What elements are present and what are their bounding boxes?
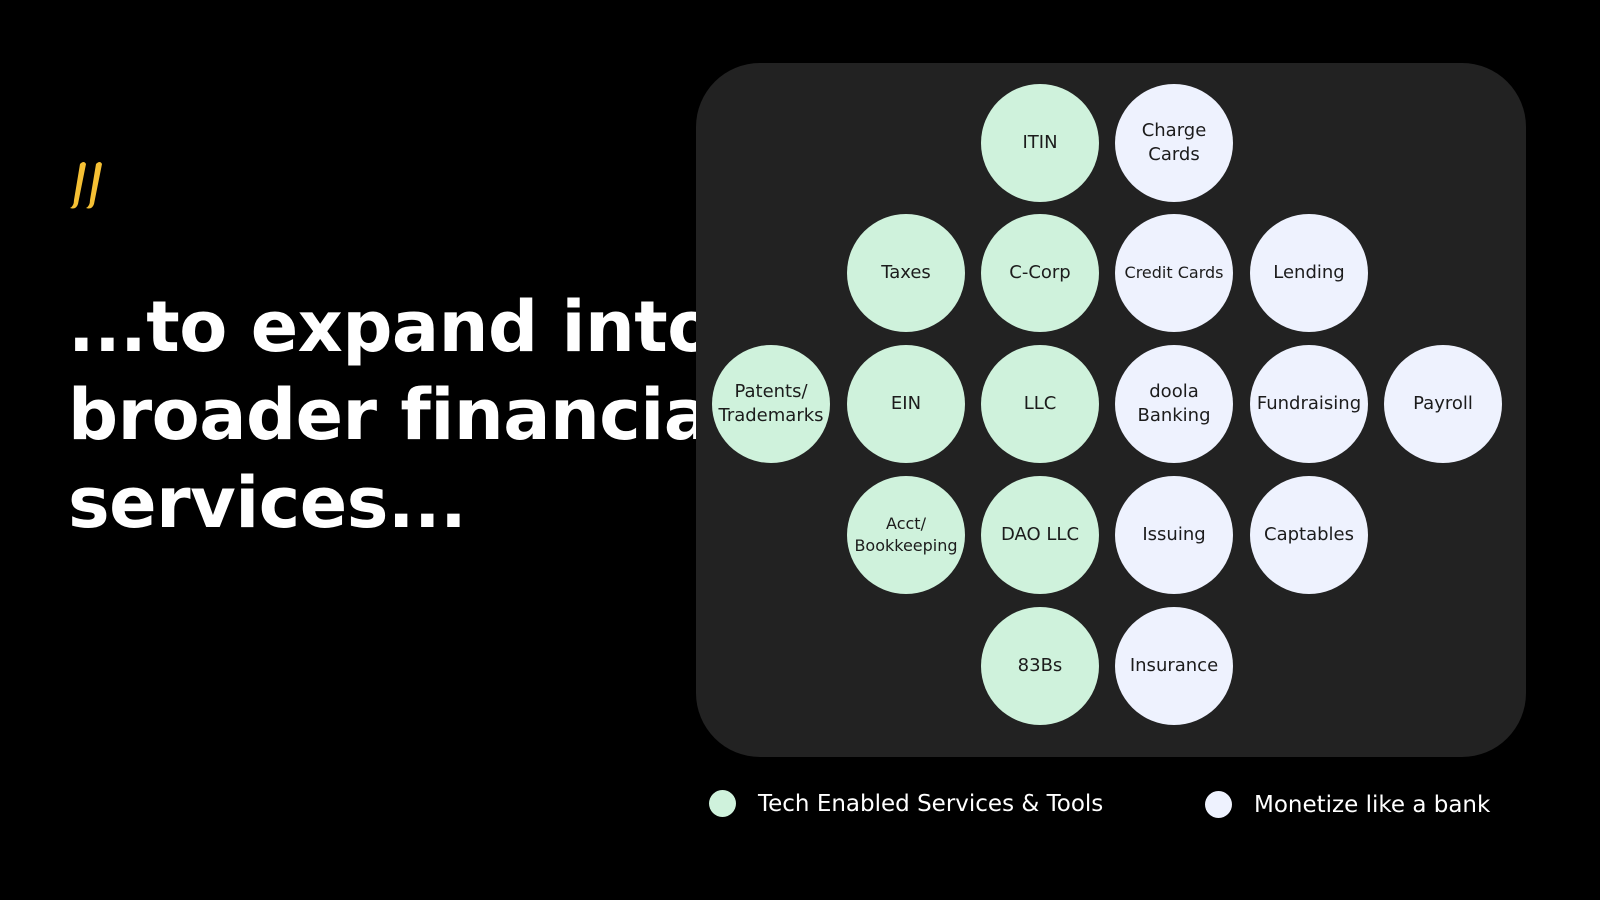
service-label: doola Banking [1137,381,1211,426]
service-label: ITIN [1022,132,1058,153]
headline-line: services... [68,462,467,544]
service-circle-issuing: Issuing [1115,476,1233,594]
service-circle-c-corp: C-Corp [981,214,1099,332]
service-circle-83bs: 83Bs [981,607,1099,725]
legend-tech-dot-icon [709,790,736,817]
legend-tech-label: Tech Enabled Services & Tools [758,790,1104,817]
service-label: Insurance [1129,655,1219,676]
service-circle-insurance: Insurance [1115,607,1233,725]
service-label: EIN [890,393,922,414]
double-slash-logo-icon [70,162,102,209]
service-label: Captables [1264,524,1354,545]
service-circle-lending: Lending [1250,214,1368,332]
headline: ...to expand into broader financial serv… [68,283,735,547]
service-circle-payroll: Payroll [1384,345,1502,463]
headline-line: broader financial [68,374,735,456]
legend-bank: Monetize like a bank [1205,791,1490,818]
service-circle-doola-banking: doola Banking [1115,345,1233,463]
service-circle-patents-trademarks: Patents/ Trademarks [712,345,830,463]
service-label: Fundraising [1256,393,1362,414]
service-label: Issuing [1142,524,1206,545]
service-label: DAO LLC [1000,524,1080,545]
service-circle-itin: ITIN [981,84,1099,202]
service-circle-fundraising: Fundraising [1250,345,1368,463]
service-circle-llc: LLC [981,345,1099,463]
service-circle-captables: Captables [1250,476,1368,594]
service-label: Charge Cards [1141,120,1207,165]
service-circle-dao-llc: DAO LLC [981,476,1099,594]
service-label: LLC [1023,393,1057,414]
service-label: C-Corp [1009,262,1071,283]
service-circle-taxes: Taxes [847,214,965,332]
legend-tech: Tech Enabled Services & Tools [709,790,1103,817]
service-label: Taxes [881,262,931,283]
legend-bank-dot-icon [1205,791,1232,818]
service-circle-acct-bookkeeping: Acct/ Bookkeeping [847,476,965,594]
service-circle-credit-cards: Credit Cards [1115,214,1233,332]
service-label: Payroll [1413,393,1473,414]
legend-bank-label: Monetize like a bank [1254,791,1491,818]
service-label: Patents/ Trademarks [718,381,824,426]
service-label: Acct/ Bookkeeping [854,514,958,555]
service-circle-ein: EIN [847,345,965,463]
service-label: Credit Cards [1124,263,1224,282]
service-label: 83Bs [1017,655,1063,676]
service-label: Lending [1273,262,1345,283]
service-circle-charge-cards: Charge Cards [1115,84,1233,202]
headline-line: ...to expand into [68,286,715,368]
